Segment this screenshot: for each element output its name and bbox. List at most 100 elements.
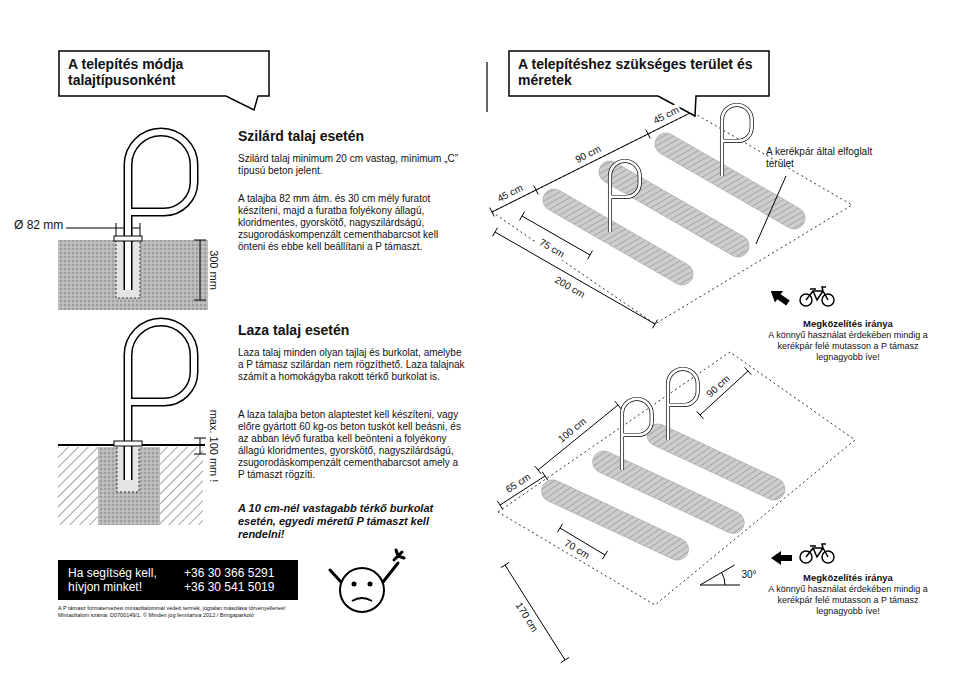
mascot-face (352, 598, 372, 601)
p-stand (722, 105, 752, 176)
approach-arrow (767, 285, 792, 309)
phone-numbers: +36 30 366 5291 +36 30 541 5019 (184, 566, 288, 594)
p-stand (622, 399, 652, 470)
footer-note: A P támasz formatervezési mintaoltalomma… (58, 605, 398, 612)
base-plate (114, 236, 142, 241)
solid-ground-section (58, 240, 208, 310)
dimension-tick (602, 551, 607, 560)
dimension-tick (561, 657, 569, 662)
help-text: Ha segítség kell, hívjon minket! (68, 566, 176, 594)
dimension-tick (653, 320, 658, 329)
base-plate (114, 441, 142, 446)
dimension-tick (497, 501, 502, 509)
footer-note: Mintaoltalom száma: D0700149/1. © Minden… (58, 612, 398, 619)
bicycle-icon (800, 287, 834, 306)
angle-mark (722, 573, 725, 586)
dimension-label: 170 cm (513, 599, 542, 636)
mascot-face (330, 570, 341, 582)
paving-dimension (194, 438, 206, 439)
dimension-label: 300 mm (208, 248, 220, 292)
p-stand (128, 132, 194, 290)
approach-arrow (771, 551, 792, 565)
body-text: A talajba 82 mm átm. és 30 cm mély furat… (238, 193, 466, 253)
leader-line (756, 176, 786, 244)
callout-title: A telepítés módja talajtípusonként (58, 50, 270, 94)
angle-label: 30° (739, 569, 758, 580)
dimension-label: 45 cm (650, 103, 683, 127)
section-heading: Szilárd talaj esetén (238, 128, 478, 145)
section-heading: Laza talaj esetén (238, 322, 478, 339)
angle-mark (700, 565, 735, 585)
p-stand (622, 399, 652, 470)
dimension-label: 70 cm (561, 536, 593, 562)
p-stand (128, 132, 194, 290)
leader-line (756, 176, 786, 244)
dimension-label: 200 cm (551, 273, 588, 301)
dimension-tick (534, 186, 538, 195)
dimension-line (495, 232, 655, 324)
mascot-face (340, 568, 384, 612)
approach-note: A könnyű használat érdekében mindig a ke… (758, 584, 938, 617)
paving-dimension (194, 454, 206, 455)
p-stand (610, 161, 640, 232)
body-text: Laza talaj minden olyan tajlaj és burkol… (238, 347, 466, 383)
p-stand (622, 399, 652, 470)
callout-title: A telepítéshez szükséges terület és mére… (508, 50, 770, 94)
help-box: Ha segítség kell, hívjon minket! +36 30 3… (58, 560, 298, 600)
mascot-face (330, 550, 404, 612)
dimension-label: 45 cm (494, 181, 527, 205)
dimension-tick (557, 524, 562, 533)
angle-mark (700, 585, 740, 586)
dimension-tick (615, 401, 621, 409)
mascot-face (368, 582, 373, 587)
bicycle-footprint (538, 129, 809, 564)
callout-outline (59, 51, 269, 110)
approach-heading: Megközelítés iránya (758, 572, 938, 583)
bicycle-icon (806, 544, 828, 557)
bicycle-footprint (651, 129, 809, 233)
dimension-tick (490, 208, 494, 217)
approach-heading: Megközelítés iránya (758, 318, 938, 329)
dimension-line (490, 108, 694, 217)
warning-note: A 10 cm-nél vastagabb térkő burkolat ese… (238, 502, 468, 541)
parking-area-outline (492, 112, 855, 605)
dimension-label: 90 cm (572, 142, 605, 166)
bicycle-icon (800, 544, 834, 563)
section-callout: A telepítés módja talajtípusonként (58, 50, 270, 110)
paving-dimension (200, 438, 201, 454)
depth-dimension (194, 240, 206, 300)
area-note: A kerékpár által elfoglalt terület (766, 146, 891, 170)
p-stand (668, 369, 698, 440)
p-stand (128, 322, 194, 480)
p-stand (610, 161, 640, 232)
dimension-label: 65 cm (502, 470, 534, 496)
dimension-label: 100 cm (554, 414, 590, 446)
dimension-tick (646, 130, 650, 139)
separator-line (487, 62, 488, 112)
parking-area-outline (492, 112, 852, 324)
bicycle-icon (806, 287, 828, 300)
dimension-label: Ø 82 mm (14, 218, 63, 232)
dimension-tick (493, 228, 498, 237)
dimension-line (492, 112, 692, 212)
mascot-face (383, 563, 398, 582)
dimension-line (535, 401, 621, 474)
approach-note: A könnyű használat érdekében mindig a ke… (758, 330, 938, 363)
paving-dimension (194, 438, 206, 454)
dimension-line (697, 367, 752, 418)
depth-dimension (194, 240, 206, 241)
p-stand (722, 105, 752, 176)
parking-area-outline (498, 352, 855, 605)
body-text: Szilárd talaj minimum 20 cm vastag, mini… (238, 153, 463, 177)
dimension-line (700, 371, 748, 415)
mascot-face (352, 582, 357, 587)
p-stand (610, 161, 640, 232)
p-stand (668, 369, 698, 440)
p-stand (722, 105, 752, 176)
dimension-tick (588, 251, 593, 260)
dimension-line (538, 405, 618, 470)
p-stand (128, 322, 194, 480)
dimension-tick (501, 562, 509, 567)
p-stand (128, 132, 194, 290)
